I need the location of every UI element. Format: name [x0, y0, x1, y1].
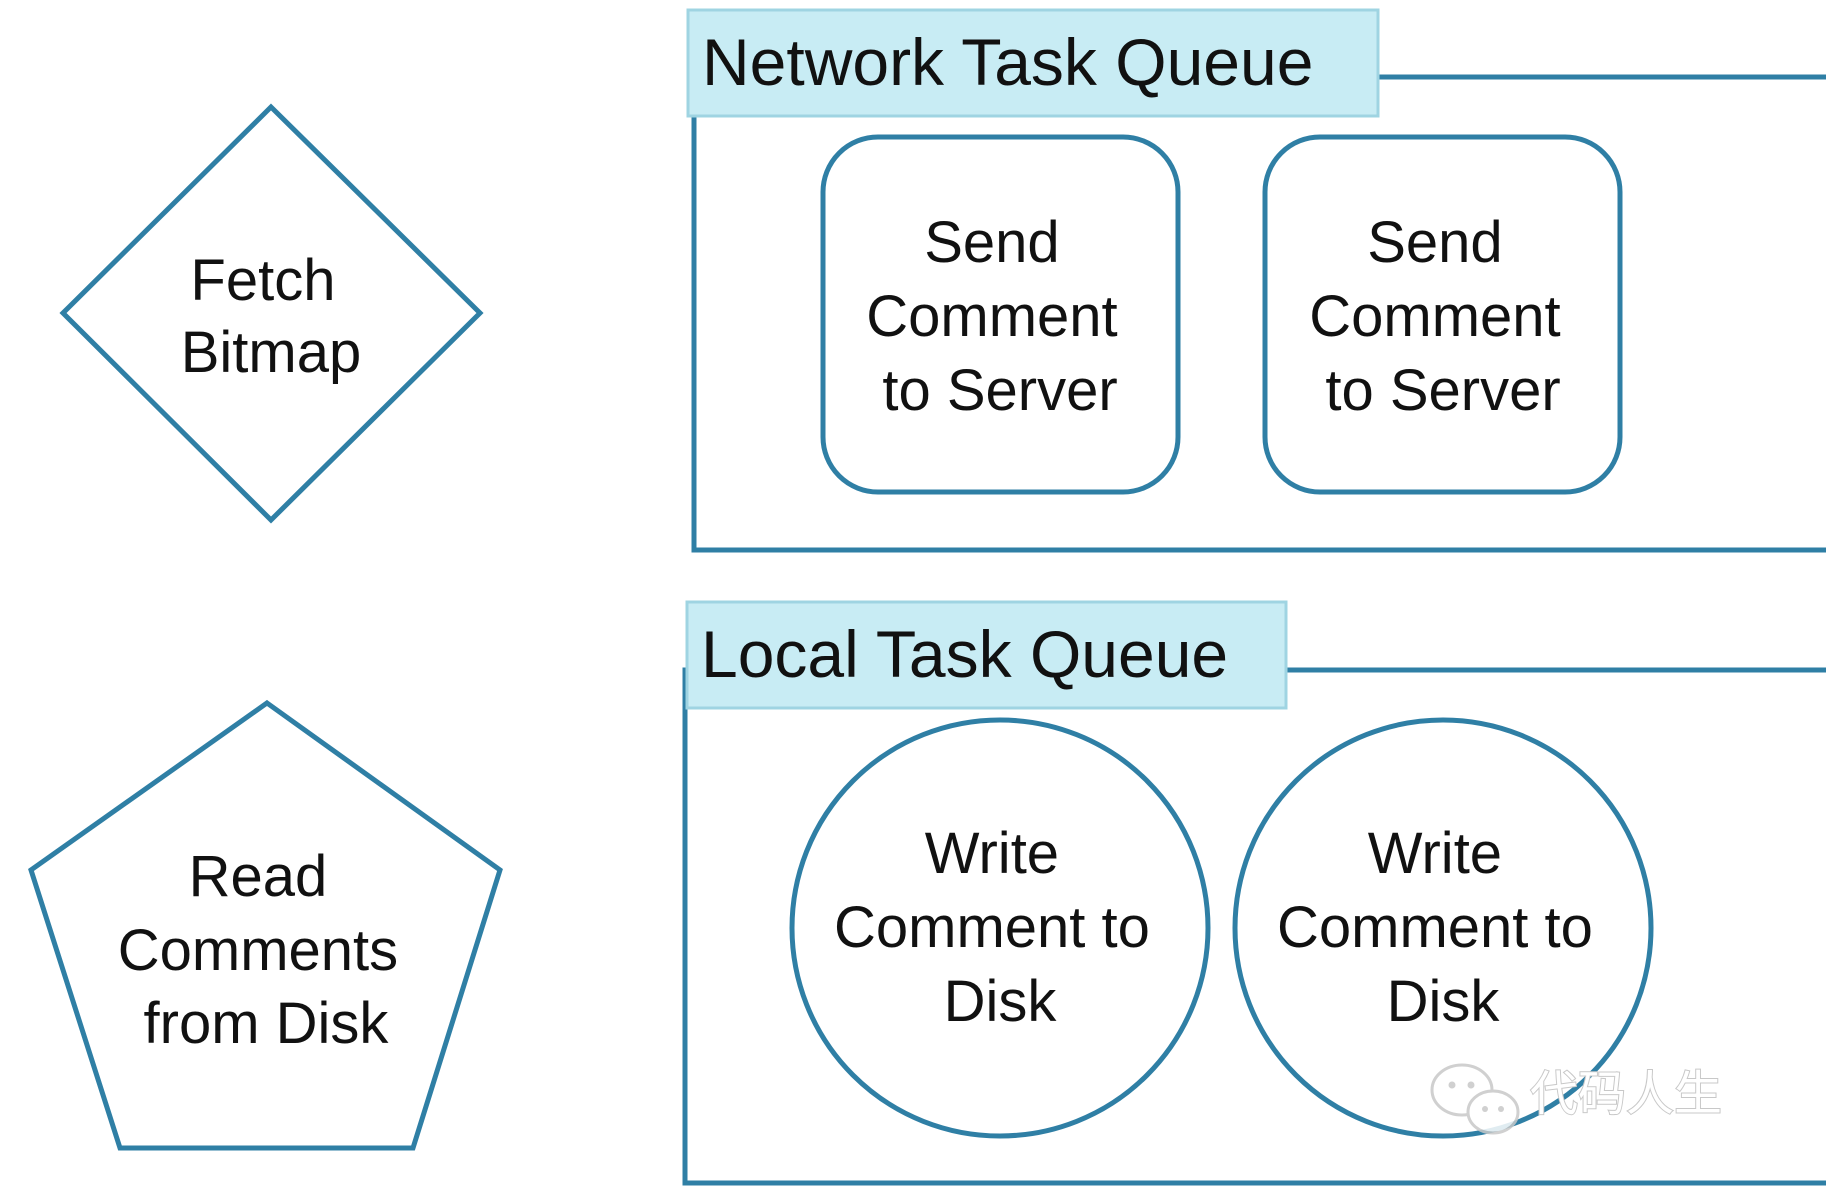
- queue-title-tab: [685, 600, 1288, 710]
- label-line: Comment: [1309, 284, 1560, 349]
- network-task-queue: Network Task Queue Send Comment to Serve…: [686, 8, 1826, 553]
- label-line: to Server: [1325, 358, 1560, 423]
- label-line: Send: [924, 210, 1059, 275]
- fetch-bitmap-diamond: [59, 103, 484, 524]
- local-task-queue: Local Task Queue Write Comment to Disk W…: [682, 600, 1826, 1186]
- label-line: Comments: [118, 918, 398, 983]
- send-comment-task: [1262, 134, 1623, 495]
- label-line: from Disk: [144, 991, 390, 1056]
- label-line: to Server: [882, 358, 1117, 423]
- read-comments-pentagon: [28, 699, 503, 1151]
- queue-title: Local Task Queue: [701, 617, 1228, 691]
- read-comments-label: Read Comments from Disk: [118, 844, 415, 1056]
- write-comment-task: [789, 717, 1211, 1139]
- label-line: Comment to: [834, 895, 1150, 960]
- label-line: Read: [189, 844, 328, 909]
- label-line: Comment to: [1277, 895, 1593, 960]
- watermark-text: 代码人生: [1530, 1066, 1722, 1122]
- watermark: 代码人生: [1430, 1063, 1723, 1135]
- fetch-bitmap-label: Fetch Bitmap: [181, 248, 362, 385]
- write-comment-label: Write Comment to Disk: [834, 821, 1166, 1034]
- send-comment-label: Send Comment to Server: [1309, 210, 1577, 423]
- label-line: Fetch: [190, 248, 335, 313]
- queue-title-tab: [686, 8, 1380, 118]
- label-line: Write: [1368, 821, 1502, 886]
- label-line: Disk: [1387, 969, 1501, 1034]
- label-line: Send: [1367, 210, 1502, 275]
- send-comment-task: [820, 134, 1181, 495]
- label-line: Comment: [866, 284, 1117, 349]
- queue-title: Network Task Queue: [702, 25, 1313, 99]
- write-comment-label: Write Comment to Disk: [1277, 821, 1609, 1034]
- wechat-icon: [1430, 1063, 1520, 1135]
- label-line: Disk: [944, 969, 1058, 1034]
- label-line: Write: [925, 821, 1059, 886]
- label-line: Bitmap: [181, 320, 362, 385]
- write-comment-task: [1232, 717, 1654, 1139]
- send-comment-label: Send Comment to Server: [866, 210, 1134, 423]
